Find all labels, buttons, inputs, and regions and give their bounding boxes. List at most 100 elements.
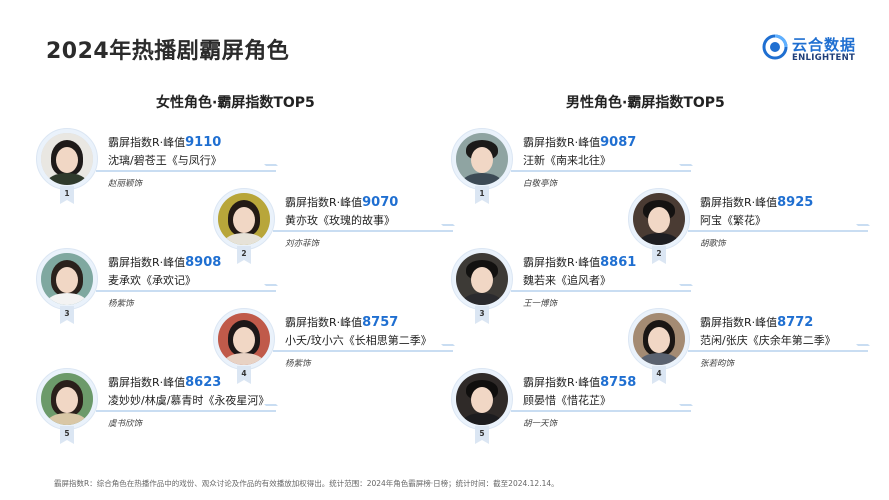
rank-number: 1 [64, 189, 70, 198]
actor-name: 杨紫饰 [285, 359, 311, 369]
index-label: 霸屏指数R·峰值 [523, 376, 601, 389]
role-name: 凌妙妙/林虞/慕青时《永夜星河》 [108, 394, 270, 407]
index-line: 霸屏指数R·峰值9087 [523, 134, 636, 150]
index-label: 霸屏指数R·峰值 [700, 196, 778, 209]
male-rank-4: 4 霸屏指数R·峰值8772 范闲/张庆《庆余年第二季》 张若昀饰 [628, 308, 889, 384]
index-value: 9087 [600, 135, 637, 150]
index-line: 霸屏指数R·峰值9070 [285, 194, 398, 210]
rank-number: 5 [479, 429, 485, 438]
index-line: 霸屏指数R·峰值8772 [700, 314, 813, 330]
female-rank-4: 4 霸屏指数R·峰值8757 小夭/玟小六《长相思第二季》 杨紫饰 [213, 308, 483, 384]
actor-name: 白敬亭饰 [523, 179, 558, 189]
rank-ribbon [652, 366, 666, 384]
female-rank-5: 5 霸屏指数R·峰值8623 凌妙妙/林虞/慕青时《永夜星河》 虞书欣饰 [36, 368, 306, 444]
avatar [633, 193, 685, 245]
index-value: 9110 [185, 135, 222, 150]
role-name: 顾晏惜《惜花芷》 [523, 394, 611, 407]
role-name: 麦承欢《承欢记》 [108, 274, 196, 287]
rank-ribbon [475, 306, 489, 324]
avatar [456, 373, 508, 425]
female-section-title: 女性角色·霸屏指数TOP5 [156, 95, 315, 111]
underline-divider [688, 350, 868, 352]
avatar [218, 313, 270, 365]
logo-text-cn: 云合数据 [792, 36, 857, 54]
index-value: 8925 [777, 195, 814, 210]
underline-divider [96, 410, 276, 412]
index-line: 霸屏指数R·峰值8908 [108, 254, 221, 270]
rank-ribbon [60, 186, 74, 204]
avatar [456, 133, 508, 185]
rank-number: 4 [241, 369, 247, 378]
index-line: 霸屏指数R·峰值8758 [523, 374, 636, 390]
rank-number: 4 [656, 369, 662, 378]
female-rank-2: 2 霸屏指数R·峰值9070 黄亦玫《玫瑰的故事》 刘亦菲饰 [213, 188, 483, 264]
index-line: 霸屏指数R·峰值8925 [700, 194, 813, 210]
underline-divider [273, 230, 453, 232]
rank-number: 1 [479, 189, 485, 198]
male-rank-1: 1 霸屏指数R·峰值9087 汪新《南来北往》 白敬亭饰 [451, 128, 721, 204]
enlightent-logo: 云合数据 ENLIGHTENT [762, 34, 882, 64]
rank-ribbon [60, 306, 74, 324]
rank-ribbon [237, 246, 251, 264]
avatar [41, 253, 93, 305]
actor-name: 刘亦菲饰 [285, 239, 320, 249]
index-label: 霸屏指数R·峰值 [700, 316, 778, 329]
role-name: 范闲/张庆《庆余年第二季》 [700, 334, 836, 347]
avatar [456, 253, 508, 305]
index-value: 8758 [600, 375, 637, 390]
index-value: 8908 [185, 255, 222, 270]
role-name: 魏若来《追风者》 [523, 274, 611, 287]
actor-name: 胡歌饰 [700, 239, 726, 249]
index-value: 8772 [777, 315, 814, 330]
index-label: 霸屏指数R·峰值 [523, 256, 601, 269]
rank-number: 3 [479, 309, 485, 318]
rank-number: 5 [64, 429, 70, 438]
rank-ribbon [652, 246, 666, 264]
male-rank-5: 5 霸屏指数R·峰值8758 顾晏惜《惜花芷》 胡一天饰 [451, 368, 721, 444]
rank-number: 3 [64, 309, 70, 318]
logo-mark-icon [762, 34, 788, 60]
role-name: 黄亦玫《玫瑰的故事》 [285, 214, 395, 227]
actor-name: 赵丽颖饰 [108, 179, 143, 189]
index-line: 霸屏指数R·峰值8757 [285, 314, 398, 330]
index-label: 霸屏指数R·峰值 [108, 136, 186, 149]
rank-ribbon [475, 426, 489, 444]
female-rank-3: 3 霸屏指数R·峰值8908 麦承欢《承欢记》 杨紫饰 [36, 248, 306, 324]
male-rank-3: 3 霸屏指数R·峰值8861 魏若来《追风者》 王一博饰 [451, 248, 721, 324]
underline-divider [511, 410, 691, 412]
page-title: 2024年热播剧霸屏角色 [46, 39, 290, 64]
actor-name: 王一博饰 [523, 299, 558, 309]
rank-number: 2 [656, 249, 662, 258]
avatar [41, 133, 93, 185]
avatar [41, 373, 93, 425]
index-value: 8623 [185, 375, 222, 390]
index-label: 霸屏指数R·峰值 [108, 256, 186, 269]
index-line: 霸屏指数R·峰值8861 [523, 254, 636, 270]
actor-name: 张若昀饰 [700, 359, 735, 369]
logo-text-en: ENLIGHTENT [792, 53, 856, 63]
underline-divider [511, 290, 691, 292]
role-name: 阿宝《繁花》 [700, 214, 766, 227]
index-label: 霸屏指数R·峰值 [285, 196, 363, 209]
actor-name: 胡一天饰 [523, 419, 558, 429]
index-label: 霸屏指数R·峰值 [523, 136, 601, 149]
male-rank-2: 2 霸屏指数R·峰值8925 阿宝《繁花》 胡歌饰 [628, 188, 889, 264]
index-value: 9070 [362, 195, 399, 210]
underline-divider [96, 290, 276, 292]
underline-divider [688, 230, 868, 232]
footnote: 霸屏指数R：综合角色在热播作品中的戏份、观众讨论及作品的有效播放加权得出。统计范… [54, 479, 559, 488]
underline-divider [511, 170, 691, 172]
male-section-title: 男性角色·霸屏指数TOP5 [566, 95, 725, 111]
index-value: 8861 [600, 255, 637, 270]
actor-name: 杨紫饰 [108, 299, 134, 309]
rank-ribbon [237, 366, 251, 384]
role-name: 小夭/玟小六《长相思第二季》 [285, 334, 432, 347]
avatar [218, 193, 270, 245]
role-name: 汪新《南来北往》 [523, 154, 611, 167]
index-line: 霸屏指数R·峰值8623 [108, 374, 221, 390]
underline-divider [96, 170, 276, 172]
rank-ribbon [60, 426, 74, 444]
index-line: 霸屏指数R·峰值9110 [108, 134, 221, 150]
underline-divider [273, 350, 453, 352]
role-name: 沈璃/碧苍王《与凤行》 [108, 154, 222, 167]
